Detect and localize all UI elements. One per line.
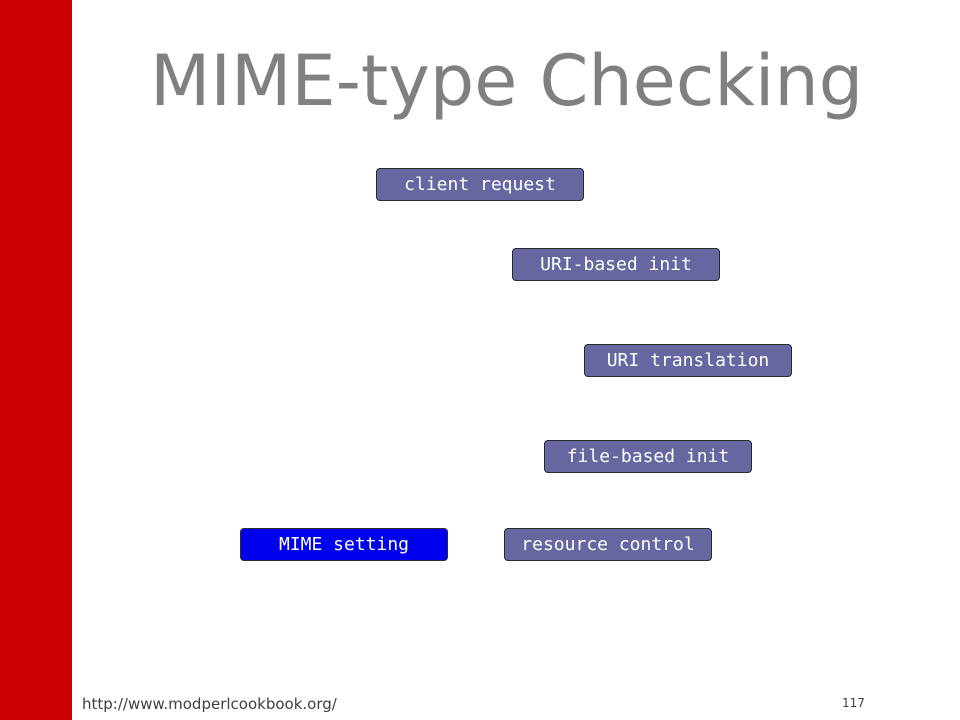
footer-url: http://www.modperlcookbook.org/ bbox=[82, 695, 337, 713]
node-file-based-init: file-based init bbox=[544, 440, 752, 473]
node-resource-control: resource control bbox=[504, 528, 712, 561]
node-uri-based-init: URI-based init bbox=[512, 248, 720, 281]
node-mime-setting: MIME setting bbox=[240, 528, 448, 561]
node-client-request: client request bbox=[376, 168, 584, 201]
node-uri-translation: URI translation bbox=[584, 344, 792, 377]
accent-sidebar bbox=[0, 0, 72, 720]
page-number: 117 bbox=[842, 696, 865, 710]
slide-title: MIME-type Checking bbox=[150, 40, 864, 122]
